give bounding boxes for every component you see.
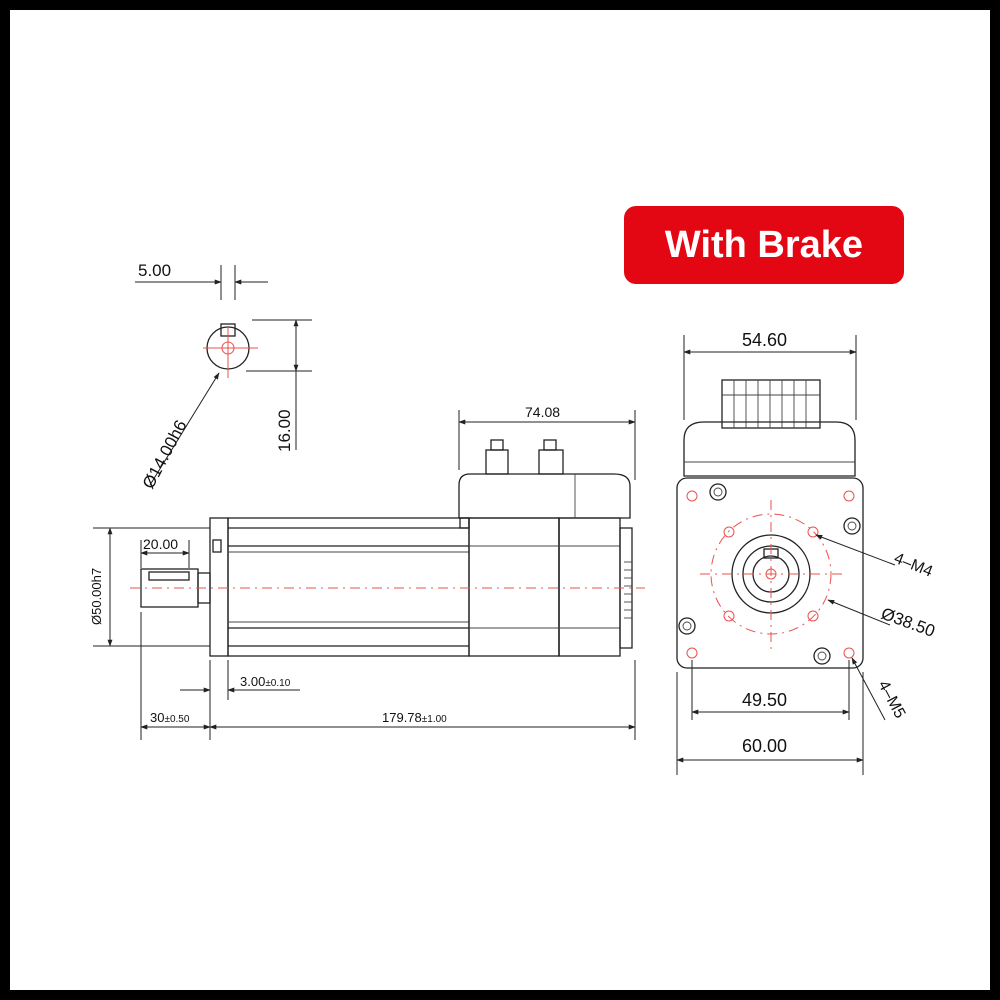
drawing-frame xyxy=(10,10,990,990)
dim-shaft-length: 20.00 xyxy=(143,536,178,552)
dim-hole-spacing: 49.50 xyxy=(742,690,787,710)
motor-front-view xyxy=(676,335,896,775)
dim-drive-width: 54.60 xyxy=(742,330,787,350)
dim-flange-size: 60.00 xyxy=(742,736,787,756)
dim-key-height: 16.00 xyxy=(275,409,294,452)
dim-shaft-extension: 30±0.50 xyxy=(150,710,190,725)
dim-thread-inner: 4–M4 xyxy=(892,550,936,581)
dim-flange-thickness: 3.00±0.10 xyxy=(240,674,291,689)
with-brake-badge: With Brake xyxy=(624,206,904,284)
shaft-end-view xyxy=(135,265,312,486)
dim-bolt-circle: Ø38.50 xyxy=(879,604,938,641)
dim-pilot-diameter: Ø50.00h7 xyxy=(89,568,104,625)
dim-thread-outer: 4–M5 xyxy=(874,678,908,721)
dim-total-length: 179.78±1.00 xyxy=(382,710,447,725)
motor-side-view xyxy=(93,410,645,740)
dim-shaft-diameter: Ø14.00h6 xyxy=(139,417,191,492)
cooling-fins xyxy=(624,561,632,619)
dim-key-width: 5.00 xyxy=(138,261,171,280)
dim-body-length: 74.08 xyxy=(525,404,560,420)
